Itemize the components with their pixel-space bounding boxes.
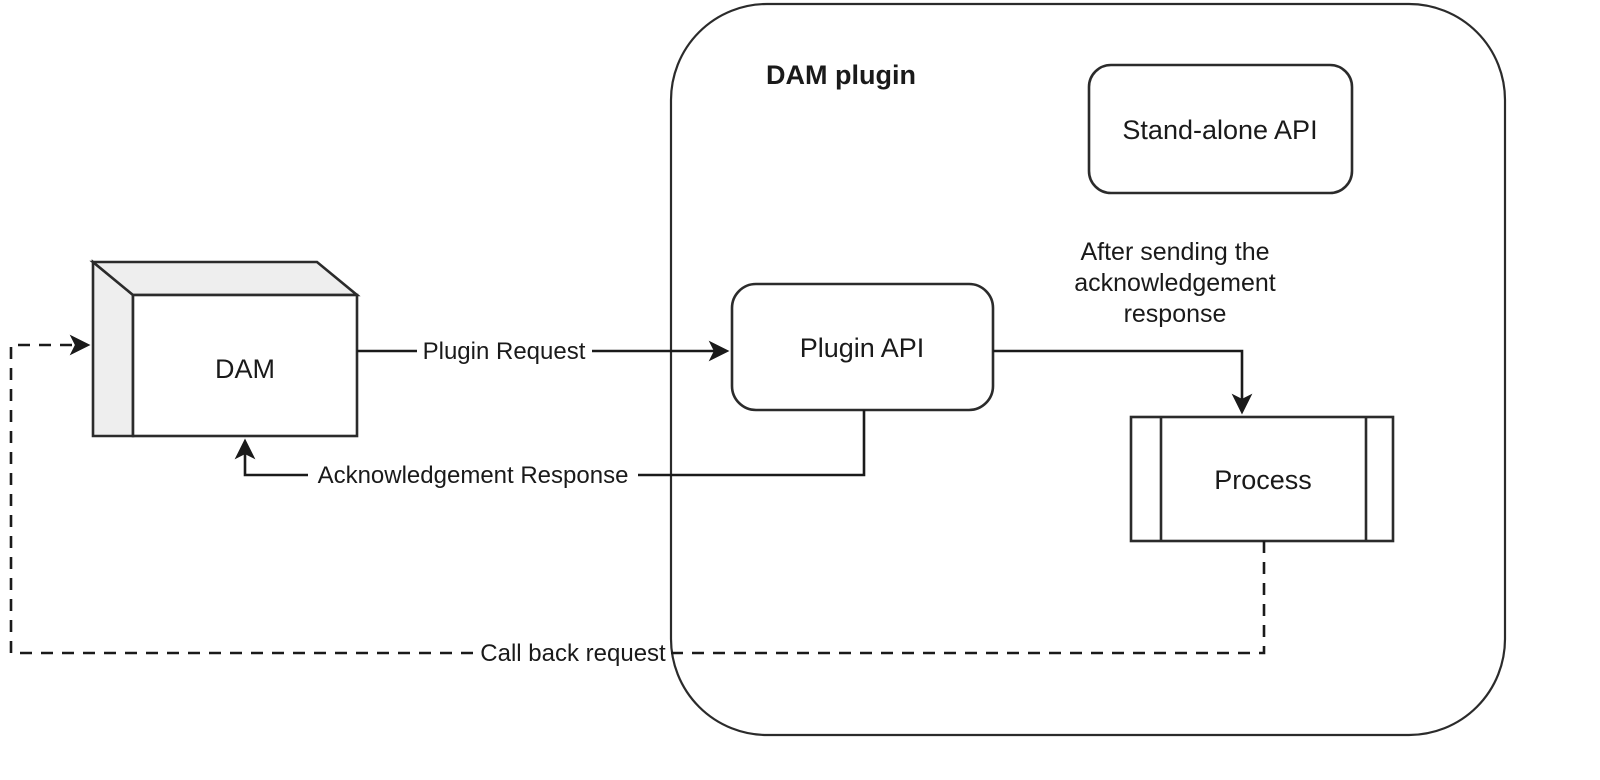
dam-plugin-container: DAM plugin <box>669 2 1507 737</box>
plugin-request-label-bg <box>417 336 592 366</box>
stand-alone-api-label: Stand-alone API <box>1122 115 1317 145</box>
acknowledgement-response-label-bg <box>308 460 638 490</box>
edge-plugin-request: Plugin Request <box>357 336 730 366</box>
node-plugin-api[interactable]: Plugin API <box>730 282 995 412</box>
edge-call-back-request: Call back request <box>9 334 1266 668</box>
dam-label: DAM <box>215 354 275 384</box>
process-label: Process <box>1214 465 1312 495</box>
after-sending-note-line-3: response <box>1124 300 1227 328</box>
edge-acknowledgement-response: Acknowledgement Response <box>234 410 866 490</box>
acknowledgement-response-label: Acknowledgement Response <box>318 462 629 489</box>
plugin-api-label: Plugin API <box>800 333 925 363</box>
after-sending-note-line-2: acknowledgement <box>1074 269 1276 297</box>
stand-alone-api-box[interactable] <box>1087 63 1354 195</box>
node-process[interactable]: Process <box>1129 415 1395 543</box>
call-back-request-label-bg <box>479 638 668 668</box>
plugin-api-box[interactable] <box>730 282 995 412</box>
call-back-request-label: Call back request <box>480 640 666 667</box>
process-box[interactable] <box>1129 415 1395 543</box>
plugin-api-to-process-line <box>993 349 1253 415</box>
after-sending-note-line-1: After sending the <box>1080 238 1269 266</box>
node-dam[interactable]: DAM <box>89 259 361 438</box>
dam-plugin-container-outline <box>669 2 1507 737</box>
call-back-request-line <box>9 334 1266 655</box>
edge-plugin-api-to-process <box>993 349 1253 415</box>
dam-cube-front-face <box>131 293 359 438</box>
dam-plugin-title: DAM plugin <box>766 60 916 90</box>
node-stand-alone-api[interactable]: Stand-alone API <box>1087 63 1354 195</box>
note-after-sending: After sending the acknowledgement respon… <box>1074 238 1276 328</box>
dam-cube-top-face <box>89 260 361 297</box>
plugin-request-label: Plugin Request <box>423 338 586 365</box>
